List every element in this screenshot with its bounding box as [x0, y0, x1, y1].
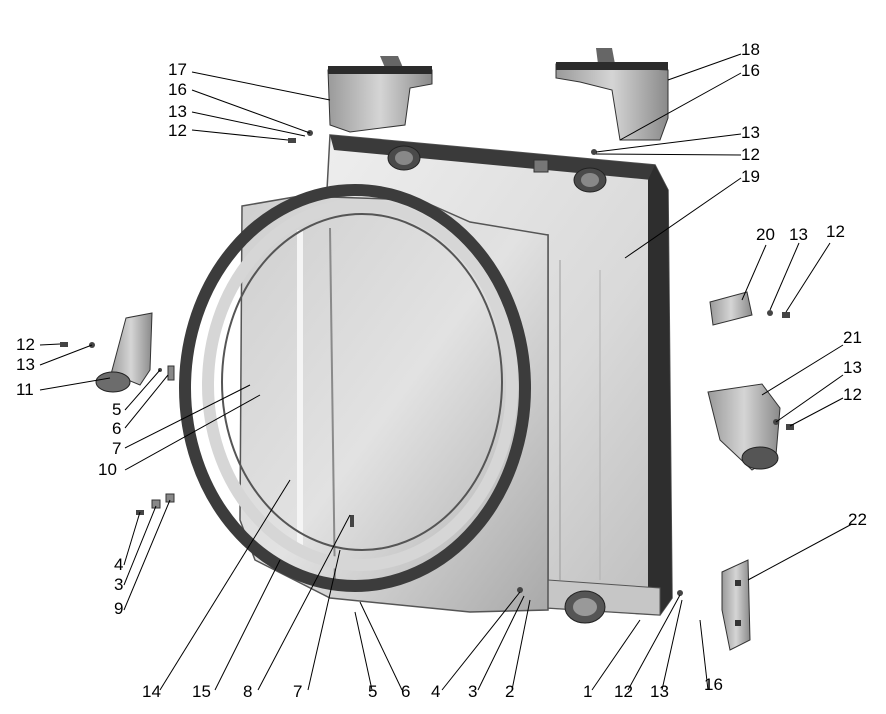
callout-15: 15 — [192, 682, 211, 701]
callout-12: 12 — [614, 682, 633, 701]
callout-4: 4 — [431, 682, 440, 701]
callouts: 17 16 13 12 18 16 13 12 19 20 13 12 12 1… — [16, 40, 867, 701]
callout-6: 6 — [112, 419, 121, 438]
callout-12: 12 — [826, 222, 845, 241]
callout-11: 11 — [16, 380, 34, 399]
leader-lines — [39, 53, 853, 691]
callout-3: 3 — [114, 575, 123, 594]
shroud-ring — [179, 184, 531, 592]
bracket-21 — [707, 383, 781, 471]
callout-13: 13 — [789, 225, 808, 244]
callout-16: 16 — [704, 675, 723, 694]
callout-2: 2 — [505, 682, 514, 701]
callout-12: 12 — [741, 145, 760, 164]
top-bracket-right — [555, 48, 669, 141]
callout-5: 5 — [112, 400, 121, 419]
bracket-20 — [709, 291, 753, 326]
upper-inlet-pipe — [387, 145, 607, 193]
callout-13: 13 — [741, 123, 760, 142]
callout-14: 14 — [142, 682, 161, 701]
callout-20: 20 — [756, 225, 775, 244]
callout-3: 3 — [468, 682, 477, 701]
lower-outlet-pipe — [564, 590, 606, 624]
top-bracket-left — [327, 56, 433, 133]
callout-13: 13 — [843, 358, 862, 377]
callout-5: 5 — [368, 682, 377, 701]
callout-16: 16 — [741, 61, 760, 80]
callout-7: 7 — [293, 682, 302, 701]
callout-22: 22 — [848, 510, 867, 529]
callout-16: 16 — [168, 80, 187, 99]
bracket-22 — [721, 559, 751, 651]
callout-1: 1 — [583, 682, 592, 701]
callout-12: 12 — [16, 335, 35, 354]
callout-9: 9 — [114, 599, 123, 618]
callout-17: 17 — [168, 60, 187, 79]
callout-12: 12 — [168, 121, 187, 140]
callout-13: 13 — [168, 102, 187, 121]
callout-18: 18 — [741, 40, 760, 59]
callout-12: 12 — [843, 385, 862, 404]
callout-21: 21 — [843, 328, 862, 347]
callout-7: 7 — [112, 439, 121, 458]
callout-10: 10 — [98, 460, 117, 479]
callout-8: 8 — [243, 682, 252, 701]
callout-13: 13 — [16, 355, 35, 374]
callout-6: 6 — [401, 682, 410, 701]
callout-13: 13 — [650, 682, 669, 701]
callout-19: 19 — [741, 167, 760, 186]
left-side-bracket — [95, 312, 153, 393]
callout-4: 4 — [114, 555, 123, 574]
